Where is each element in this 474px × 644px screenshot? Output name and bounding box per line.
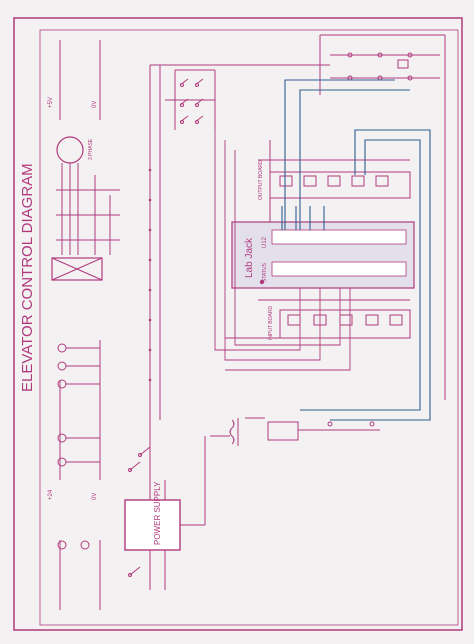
- zero-v-label: 0V: [92, 101, 98, 108]
- transformer: [210, 417, 380, 446]
- contactor-contacts: [51, 189, 120, 281]
- input-board: [225, 299, 411, 339]
- plus24v-label: +24: [48, 489, 54, 500]
- zero-v-label-2: 0V: [92, 493, 98, 500]
- lab-jack-board: [231, 221, 415, 289]
- output-board-label: OUTPUT BOARD: [258, 160, 264, 200]
- power-wiring: [128, 430, 206, 590]
- diagram-title: ELEVATOR CONTROL DIAGRAM: [19, 163, 36, 392]
- top-relay-bank: [319, 34, 446, 400]
- status-label: STATUS: [262, 262, 268, 282]
- inner-frame: [39, 29, 459, 626]
- motor-label: 3 PHASE: [88, 138, 94, 160]
- power-supply: [124, 499, 181, 551]
- relay-contacts-top: [179, 78, 204, 124]
- blue-wires: [281, 79, 431, 421]
- signal-wires: [214, 130, 351, 371]
- lab-jack-label: Lab Jack: [244, 237, 255, 278]
- power-supply-label: POWER SUPPLY: [153, 481, 162, 545]
- lab-jack-model: U12: [262, 236, 268, 248]
- plus5v-label: +5V: [48, 97, 54, 108]
- indicator-lamps: [57, 343, 100, 550]
- ladder-rung-markers: [148, 168, 152, 382]
- input-board-label: INPUT BOARD: [268, 306, 274, 340]
- left-rails: [59, 40, 101, 610]
- sheet-frame: [13, 17, 463, 631]
- output-board: [258, 140, 411, 230]
